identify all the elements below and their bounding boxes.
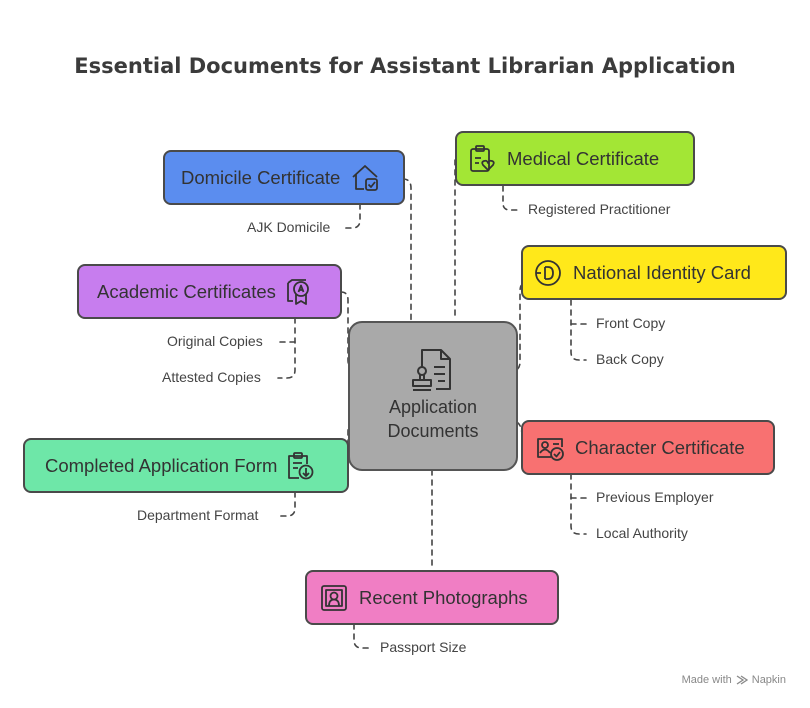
center-label-line1: Application <box>388 397 478 417</box>
completed-application-form-label: Completed Application Form <box>45 454 278 476</box>
center-label-line2: Documents <box>387 421 479 441</box>
academic-certificates-label: Academic Certificates <box>97 280 276 302</box>
award-icon <box>284 277 314 307</box>
napkin-logo-icon <box>736 675 748 685</box>
diagram-title: Essential Documents for Assistant Librar… <box>74 54 736 78</box>
napkin-brand-text: Napkin <box>751 674 786 686</box>
character-item-employer: Previous Employer <box>596 489 714 505</box>
recent-photographs-node[interactable]: Recent Photographs <box>305 570 559 625</box>
national-id-item-front: Front Copy <box>596 315 666 331</box>
character-certificate-label: Character Certificate <box>575 436 745 458</box>
completed-application-form-node[interactable]: Completed Application Form <box>23 438 349 493</box>
clipboard-download-icon <box>285 451 315 481</box>
domicile-certificate-label: Domicile Certificate <box>181 166 341 188</box>
made-with-text: Made with <box>681 674 732 686</box>
application-documents-center[interactable]: Application Documents <box>348 321 518 471</box>
academic-item-attested: Attested Copies <box>162 369 261 385</box>
portrait-icon <box>319 583 349 613</box>
national-identity-card-node[interactable]: National Identity Card <box>521 245 787 300</box>
character-item-authority: Local Authority <box>596 525 688 541</box>
id-badge-icon <box>533 258 563 288</box>
domicile-certificate-node[interactable]: Domicile Certificate <box>163 150 405 205</box>
document-stamp-icon <box>412 349 451 391</box>
national-identity-card-label: National Identity Card <box>573 261 751 283</box>
academic-item-original: Original Copies <box>167 333 263 349</box>
photographs-item: Passport Size <box>380 639 467 655</box>
recent-photographs-label: Recent Photographs <box>359 586 528 608</box>
medical-certificate-label: Medical Certificate <box>507 147 660 169</box>
clipboard-heart-icon <box>467 144 497 174</box>
footer-attribution: Made with Napkin <box>682 674 786 686</box>
medical-item: Registered Practitioner <box>528 201 671 217</box>
academic-certificates-node[interactable]: Academic Certificates <box>77 264 342 319</box>
house-check-icon <box>350 163 380 193</box>
application-form-item: Department Format <box>137 507 259 523</box>
id-card-check-icon <box>535 433 565 463</box>
national-id-item-back: Back Copy <box>596 351 664 367</box>
domicile-item: AJK Domicile <box>247 219 331 235</box>
medical-certificate-node[interactable]: Medical Certificate <box>455 131 695 186</box>
character-certificate-node[interactable]: Character Certificate <box>521 420 775 475</box>
